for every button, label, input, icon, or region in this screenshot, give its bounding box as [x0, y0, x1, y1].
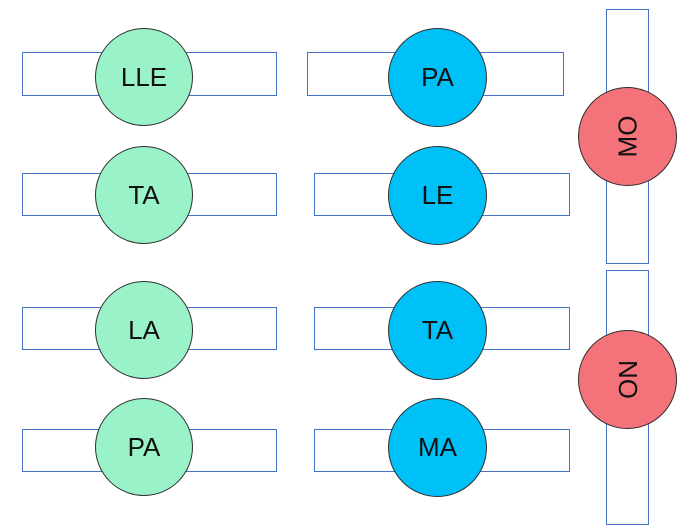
circle-middle-4: MA [388, 398, 487, 497]
circle-middle-1: PA [388, 28, 487, 127]
circle-label: MA [418, 432, 457, 462]
circle-label: NO [613, 360, 643, 399]
circle-label: PA [127, 431, 161, 462]
circle-middle-2: LE [388, 146, 487, 245]
circle-label: MO [611, 115, 642, 158]
circle-left-2: TA [95, 146, 193, 244]
circle-label: LLE [120, 61, 168, 92]
circle-label: TA [128, 179, 160, 210]
circle-label: PA [421, 62, 454, 92]
circle-label: LA [128, 314, 160, 345]
circle-right-1: MO [578, 87, 677, 186]
circle-left-3: LA [95, 281, 193, 379]
circle-label: LE [421, 180, 454, 210]
circle-middle-3: TA [388, 281, 487, 380]
circle-label: TA [421, 315, 454, 345]
circle-right-2: NO [578, 330, 677, 429]
circle-left-1: LLE [95, 28, 193, 126]
circle-left-4: PA [95, 398, 193, 496]
